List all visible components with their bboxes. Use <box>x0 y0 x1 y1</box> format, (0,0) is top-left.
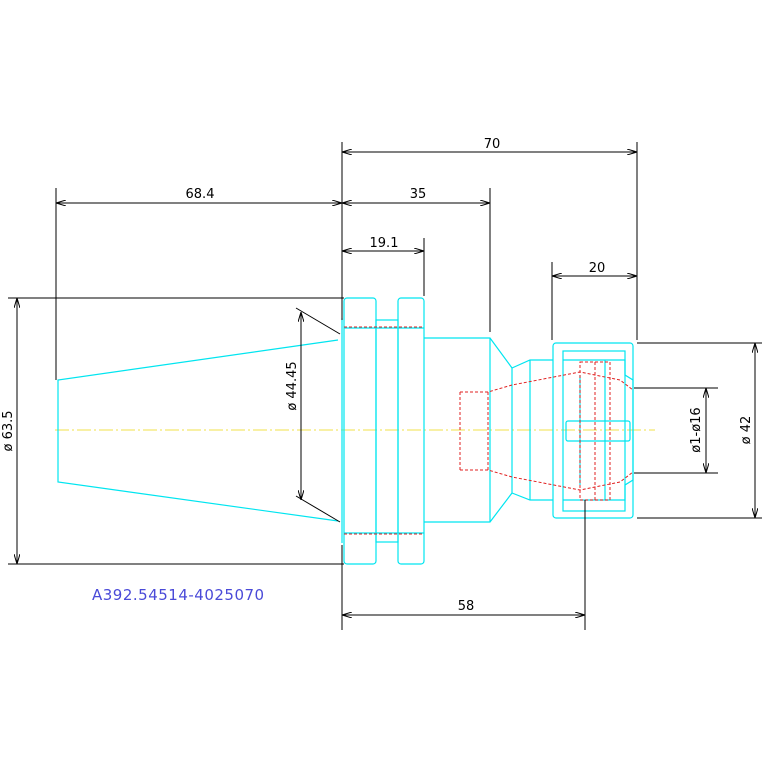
tool-holder-outline <box>57 297 634 565</box>
dim-overall-length: 70 <box>484 137 501 152</box>
dim-flange-width: 19.1 <box>370 236 399 251</box>
dim-taper-length: 68.4 <box>186 187 215 202</box>
dim-nut-length: 20 <box>589 261 606 276</box>
dim-taper-diameter: ø 44.45 <box>285 361 300 410</box>
dim-gauge-length: 58 <box>458 599 475 614</box>
dimension-lines <box>8 142 762 630</box>
part-number-label: A392.54514-4025070 <box>92 586 265 604</box>
dim-neck-length: 35 <box>410 187 427 202</box>
hidden-lines <box>344 326 634 535</box>
dim-clamping-range: ø1-ø16 <box>689 407 704 452</box>
dim-flange-diameter: ø 63.5 <box>1 410 16 451</box>
dim-nose-diameter: ø 42 <box>739 416 754 445</box>
